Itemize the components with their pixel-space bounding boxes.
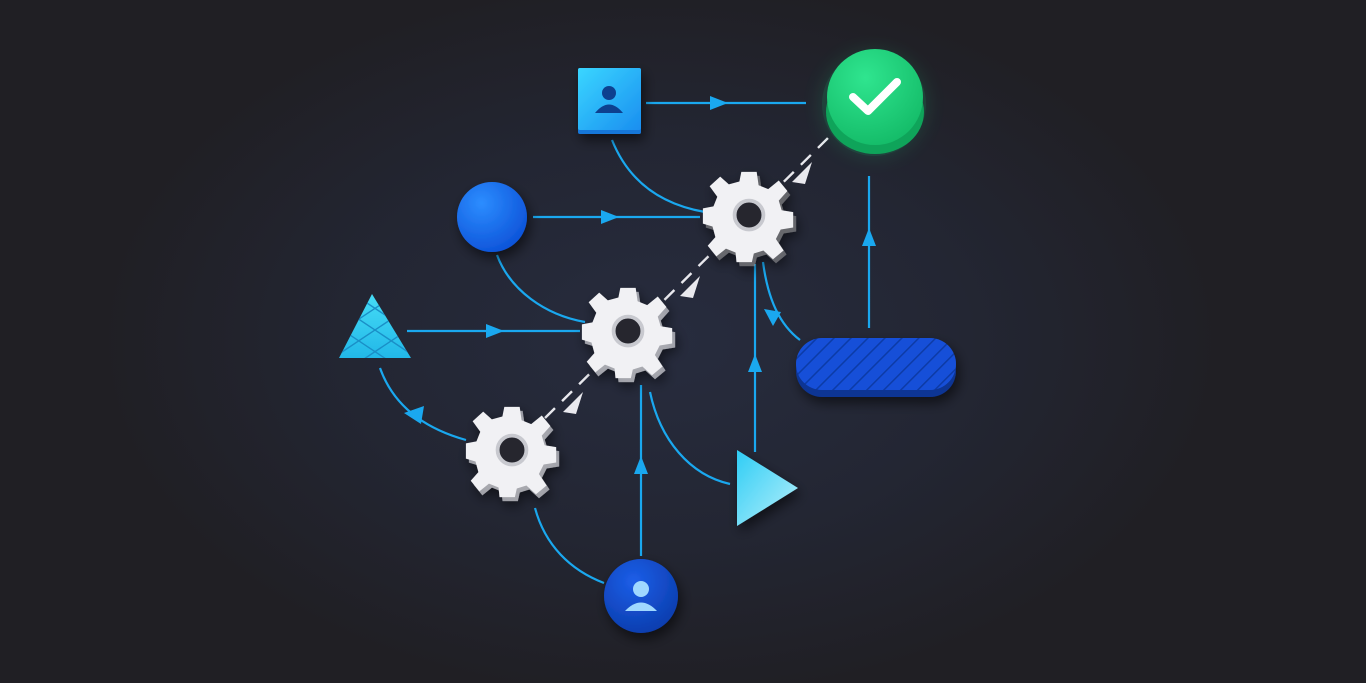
process-arrow — [792, 162, 812, 184]
gear-icon — [464, 404, 562, 503]
process-arrow — [680, 276, 700, 298]
triangle-grid-icon — [339, 294, 411, 358]
arrowhead — [404, 406, 424, 424]
connector-gear-top-to-pill — [761, 261, 801, 341]
arrowhead — [862, 228, 876, 246]
arrowhead — [710, 96, 728, 110]
arrowhead — [601, 210, 619, 224]
gear-icon — [701, 169, 799, 268]
connector-user-to-gear-top — [610, 139, 706, 214]
arrowhead — [764, 309, 781, 326]
user-square-icon — [578, 68, 641, 134]
process-chain-line — [544, 137, 829, 419]
gear-icon — [580, 285, 678, 384]
process-chain — [544, 137, 829, 419]
play-triangle-icon — [737, 450, 798, 526]
connector-circle-to-gear-middle — [495, 254, 586, 324]
process-arrow — [563, 392, 583, 414]
connector-arrowheads — [404, 96, 876, 474]
arrowhead — [748, 354, 762, 372]
connector-gear-bottom-to-triangle — [378, 367, 467, 442]
connector-gear-middle-to-play — [648, 391, 731, 486]
checkmark-circle-icon — [822, 49, 926, 156]
user-circle-icon — [604, 559, 678, 633]
connector-gear-bottom-to-user-circle — [533, 507, 605, 585]
striped-pill-icon — [796, 338, 956, 397]
circle-icon — [457, 182, 527, 252]
arrowhead — [486, 324, 504, 338]
arrowhead — [634, 456, 648, 474]
